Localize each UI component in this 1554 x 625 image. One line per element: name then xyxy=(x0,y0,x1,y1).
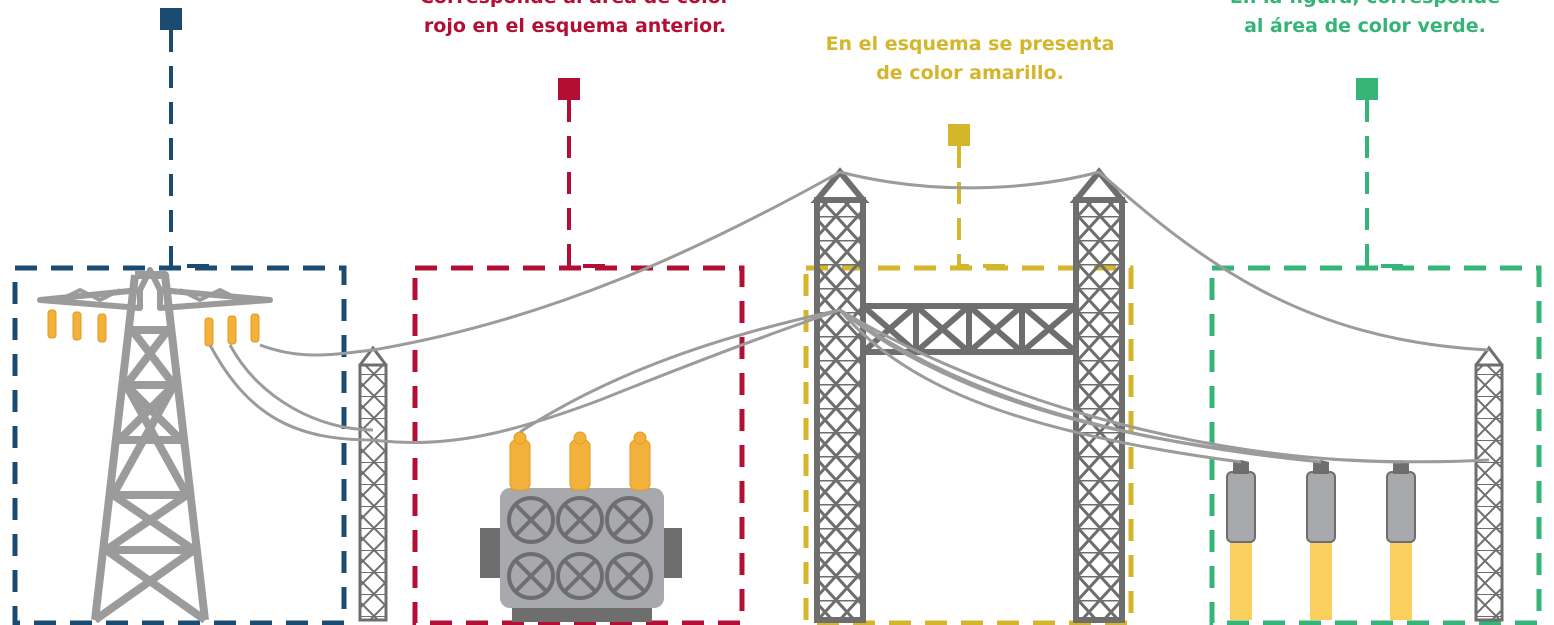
caption-yellow: En el esquema se presenta de color amari… xyxy=(790,30,1150,88)
leader-blue xyxy=(169,30,218,268)
caption-red-line2: rojo en el esquema anterior. xyxy=(423,15,727,37)
marker-yellow xyxy=(948,124,970,146)
switchgear-units xyxy=(1226,460,1416,620)
caption-yellow-line2: de color amarillo. xyxy=(876,62,1064,84)
caption-green-line2: al área de color verde. xyxy=(1244,15,1486,37)
caption-red: Corresponde al área de color rojo en el … xyxy=(385,0,765,41)
transmission-tower xyxy=(37,267,273,624)
caption-yellow-line1: En el esquema se presenta xyxy=(825,33,1115,55)
leader-green xyxy=(1365,100,1408,268)
caption-red-line1: Corresponde al área de color xyxy=(385,0,765,12)
tower-insulators xyxy=(47,309,260,347)
transformer-bushings xyxy=(509,431,651,491)
leader-red xyxy=(567,100,610,268)
substation-gantry xyxy=(810,167,1129,623)
caption-green: En la figura, corresponde al área de col… xyxy=(1200,0,1530,41)
power-transformer xyxy=(480,488,682,622)
conductor-wires xyxy=(208,170,1490,464)
marker-green xyxy=(1356,78,1378,100)
lattice-pole-right xyxy=(1474,345,1504,622)
leader-yellow xyxy=(957,146,1006,268)
marker-blue xyxy=(160,8,182,30)
lattice-pole-left xyxy=(358,345,388,622)
zone-box-green xyxy=(1209,265,1542,625)
zone-box-yellow xyxy=(803,265,1134,625)
zone-box-blue xyxy=(12,265,347,625)
caption-green-line1: En la figura, corresponde xyxy=(1200,0,1530,12)
marker-red xyxy=(558,78,580,100)
zone-box-red xyxy=(412,265,745,625)
